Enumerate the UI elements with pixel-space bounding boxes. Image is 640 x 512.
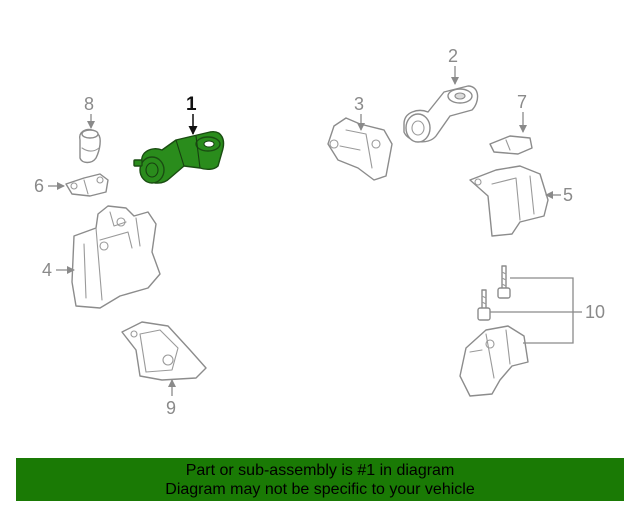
svg-text:3: 3 [354,94,364,114]
callout-5: 5 [545,185,573,205]
part-6-bracket[interactable] [65,173,109,197]
part-3-side-bracket[interactable] [327,117,393,181]
svg-text:6: 6 [34,176,44,196]
banner-line-1: Part or sub-assembly is #1 in diagram [185,462,455,479]
part-1-torque-rod-mount[interactable] [133,131,225,184]
part-7-plate[interactable] [489,135,533,155]
callout-8: 8 [84,94,95,129]
callout-7: 7 [517,92,527,133]
svg-text:2: 2 [448,46,458,66]
svg-text:7: 7 [517,92,527,112]
svg-text:4: 4 [42,260,52,280]
part-8-stopper[interactable] [78,128,101,164]
svg-text:10: 10 [585,302,605,322]
info-banner: Part or sub-assembly is #1 in diagram Di… [16,458,624,501]
banner-line-2: Diagram may not be specific to your vehi… [165,481,475,498]
callout-9: 9 [166,379,176,418]
svg-text:8: 8 [84,94,94,114]
part-2-upper-mount[interactable] [403,85,479,143]
svg-text:9: 9 [166,398,176,418]
part-4-mount-bracket[interactable] [71,205,161,309]
callout-6: 6 [34,176,65,196]
part-9-lower-bracket[interactable] [121,321,207,381]
svg-text:1: 1 [186,94,197,115]
part-5-rear-bracket[interactable] [469,165,549,237]
svg-text:5: 5 [563,185,573,205]
callout-2: 2 [448,46,459,85]
part-10-bolt-lower[interactable] [477,289,491,321]
callout-4: 4 [42,260,75,280]
part-10-bolt-upper[interactable] [497,265,511,299]
callout-1: 1 [186,94,198,135]
callout-10: 10 [490,277,605,344]
callout-3: 3 [354,94,365,131]
part-10-bracket[interactable] [459,325,529,397]
parts-diagram: 8 6 1 4 [34,46,605,418]
